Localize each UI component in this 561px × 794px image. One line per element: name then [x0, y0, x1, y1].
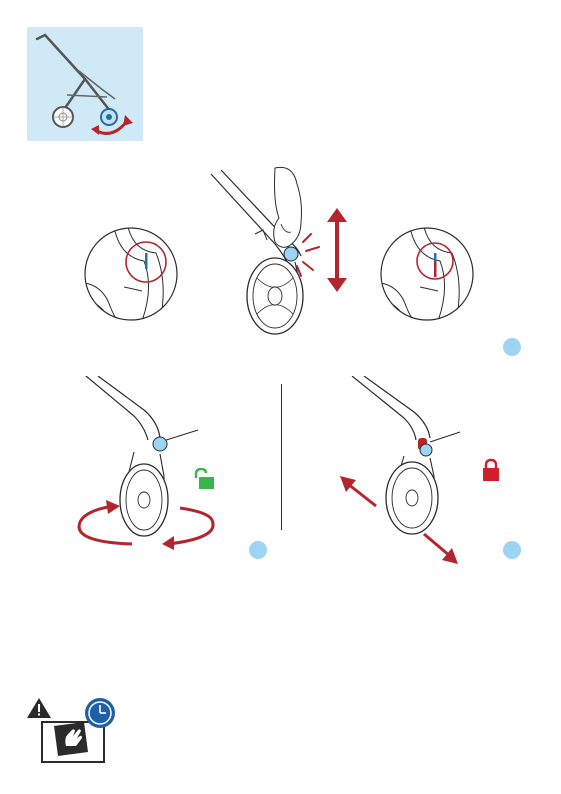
front-wheel-press-button-icon: [205, 162, 360, 340]
stroller-side-view-icon: [27, 27, 143, 141]
swivel-wheel-rotation-icon: [68, 376, 228, 550]
front-wheel-press-illustration: [205, 162, 360, 340]
detail-circle-left: [84, 227, 178, 321]
wheel-lock-indicator-down-icon: [380, 227, 474, 321]
padlock-closed-icon: [482, 458, 500, 482]
swivel-wheel-illustration: [68, 376, 228, 550]
panel-divider: [281, 384, 282, 530]
clock-icon: [85, 698, 115, 728]
step-indicator-c: [503, 541, 521, 559]
fixed-wheel-illustration: [336, 376, 476, 568]
stroller-thumbnail: [27, 27, 143, 141]
padlock-open-icon: [192, 468, 216, 490]
step-indicator-a: [503, 338, 521, 356]
detail-circle-right: [380, 227, 474, 321]
step-indicator-b: [249, 541, 267, 559]
warning-triangle-icon: [27, 698, 51, 718]
wipe-cloth-icon: [54, 722, 88, 756]
maintenance-icon-group: [26, 696, 120, 766]
fixed-wheel-straight-icon: [336, 376, 476, 568]
wheel-lock-indicator-up-icon: [84, 227, 178, 321]
